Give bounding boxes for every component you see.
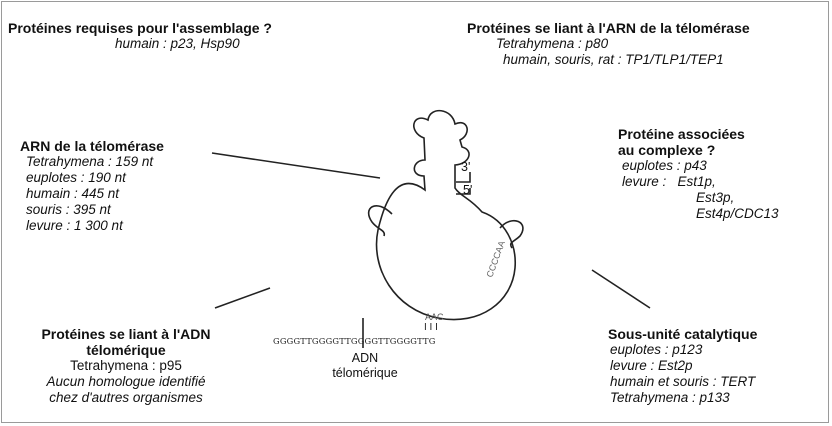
rna-pointer-line bbox=[212, 153, 380, 178]
dna-label-2: télomérique bbox=[330, 366, 400, 381]
rna-block: ARN de la télomérase Tetrahymena : 159 n… bbox=[20, 138, 164, 234]
dna-binding-title-1: Protéines se liant à l'ADN bbox=[12, 326, 240, 342]
rna-item: souris : 395 nt bbox=[26, 202, 164, 218]
rna-binding-line1: Tetrahymena : p80 bbox=[496, 36, 750, 52]
associated-item: Est4p/CDC13 bbox=[696, 206, 779, 222]
associated-item: Est3p, bbox=[696, 190, 779, 206]
dna-binding-block: Protéines se liant à l'ADN télomérique T… bbox=[12, 326, 240, 406]
assembly-block: Protéines requises pour l'assemblage ? h… bbox=[8, 20, 272, 52]
aac-label: AAC bbox=[425, 312, 444, 322]
right-pointer-line bbox=[592, 270, 650, 308]
catalytic-title: Sous-unité catalytique bbox=[608, 326, 757, 342]
assembly-line: humain : p23, Hsp90 bbox=[115, 36, 272, 52]
associated-title-1: Protéine associées bbox=[618, 126, 779, 142]
rna-item: euplotes : 190 nt bbox=[26, 170, 164, 186]
prime5-label: 5' bbox=[463, 183, 472, 198]
prime3-label: 3' bbox=[461, 160, 470, 175]
catalytic-item: levure : Est2p bbox=[610, 358, 757, 374]
dna-sequence: GGGGTTGGGGTTGGGGTTGGGGTTG bbox=[273, 336, 436, 346]
rna-binding-line2: humain, souris, rat : TP1/TLP1/TEP1 bbox=[503, 52, 750, 68]
rna-structure bbox=[377, 111, 516, 320]
catalytic-block: Sous-unité catalytique euplotes : p123 l… bbox=[608, 326, 757, 406]
catalytic-item: Tetrahymena : p133 bbox=[610, 390, 757, 406]
rna-item: Tetrahymena : 159 nt bbox=[26, 154, 164, 170]
catalytic-item: humain et souris : TERT bbox=[610, 374, 757, 390]
rna-binding-block: Protéines se liant à l'ARN de la télomér… bbox=[467, 20, 750, 68]
dna-binding-item: chez d'autres organismes bbox=[12, 390, 240, 406]
dna-label-1: ADN bbox=[330, 351, 400, 366]
dna-label: ADN télomérique bbox=[330, 351, 400, 381]
rna-title: ARN de la télomérase bbox=[20, 138, 164, 154]
dna-binding-title-2: télomérique bbox=[12, 342, 240, 358]
dna-binding-item: Tetrahymena : p95 bbox=[12, 358, 240, 374]
assembly-title: Protéines requises pour l'assemblage ? bbox=[8, 20, 272, 36]
rna-item: humain : 445 nt bbox=[26, 186, 164, 202]
catalytic-item: euplotes : p123 bbox=[610, 342, 757, 358]
associated-item: euplotes : p43 bbox=[622, 158, 779, 174]
template-label: CCCCAA bbox=[484, 240, 506, 279]
associated-title-2: au complexe ? bbox=[618, 142, 779, 158]
associated-item: levure : Est1p, bbox=[622, 174, 779, 190]
rna-binding-title: Protéines se liant à l'ARN de la télomér… bbox=[467, 20, 750, 36]
associated-block: Protéine associées au complexe ? euplote… bbox=[618, 126, 779, 222]
left-pointer-line bbox=[215, 288, 270, 308]
rna-item: levure : 1 300 nt bbox=[26, 218, 164, 234]
dna-binding-item: Aucun homologue identifié bbox=[12, 374, 240, 390]
base-pair-bars: I I I bbox=[424, 322, 438, 333]
